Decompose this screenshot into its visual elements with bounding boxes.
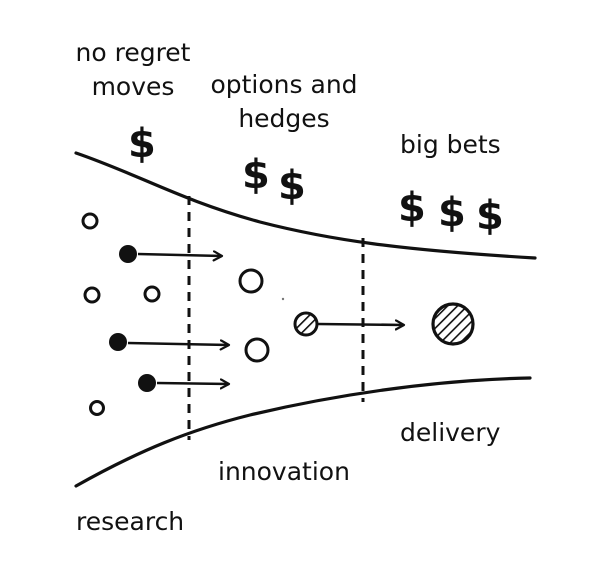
hatched-project-circle: [293, 311, 319, 337]
delivery-hatched-circle: [431, 302, 475, 346]
project-dot: [119, 245, 137, 263]
dollar-sign: $: [242, 152, 270, 198]
innovation-circle: [238, 268, 264, 294]
no-regret-moves-label: no regret moves: [70, 36, 196, 104]
no-regret-line2: moves: [91, 72, 175, 101]
progress-arrow: [137, 254, 222, 256]
progress-arrow: [317, 324, 404, 325]
project-dot: [109, 333, 127, 351]
dollar-sign: $: [438, 190, 466, 236]
idea-circle: [83, 286, 101, 304]
idea-circle: [89, 400, 105, 416]
project-dot: [138, 374, 156, 392]
delivery-label: delivery: [400, 418, 501, 447]
innovation-label: innovation: [218, 457, 350, 486]
options-line1: options and: [210, 70, 358, 99]
dollar-sign: $: [278, 163, 306, 209]
dollar-sign: $: [128, 121, 156, 167]
dollar-sign: $: [476, 193, 504, 239]
options-line2: hedges: [238, 104, 330, 133]
progress-arrow: [127, 343, 229, 345]
progress-arrow: [156, 383, 229, 384]
idea-circle: [81, 212, 99, 230]
big-bets-label: big bets: [400, 130, 501, 159]
stray-dot: [281, 297, 285, 301]
research-label: research: [76, 507, 185, 536]
idea-circle: [143, 285, 161, 303]
dollar-sign: $: [398, 185, 426, 231]
funnel-bottom-boundary: [74, 376, 532, 488]
funnel-top-boundary: [74, 151, 537, 260]
innovation-circle: [244, 337, 270, 363]
options-and-hedges-label: options and hedges: [206, 68, 362, 136]
no-regret-line1: no regret: [75, 38, 191, 67]
